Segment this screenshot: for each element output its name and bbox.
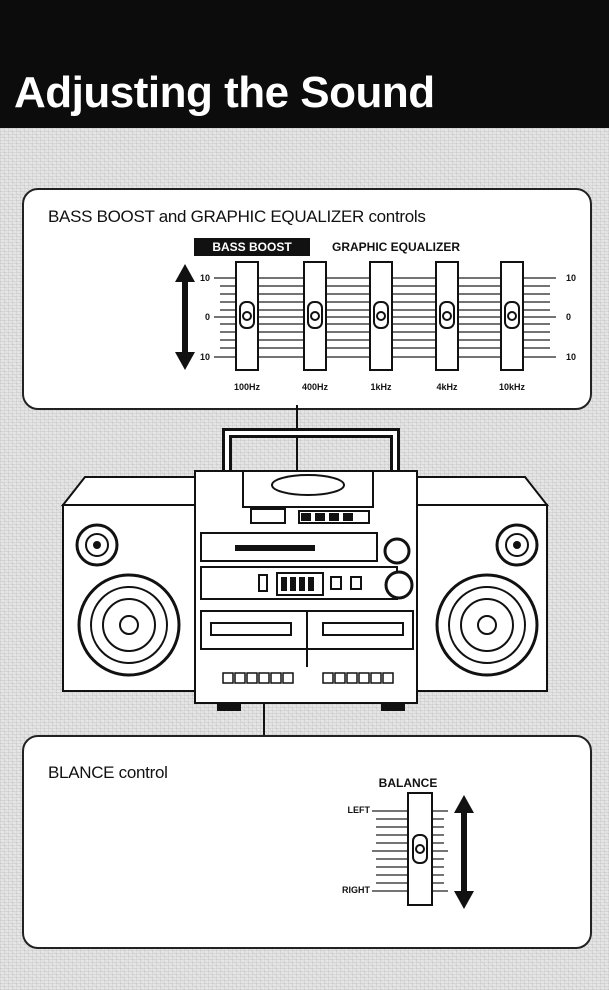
scale-right-top: 10 (566, 273, 576, 283)
balance-right-label: RIGHT (342, 885, 371, 895)
cd-lid (271, 474, 345, 496)
center-unit (194, 470, 418, 704)
eq-panel-title: BASS BOOST and GRAPHIC EQUALIZER control… (48, 207, 426, 226)
eq-slider-1khz[interactable] (369, 261, 393, 371)
band-label-1khz: 1kHz (370, 382, 392, 392)
vertical-double-arrow-icon (175, 264, 195, 370)
band-label-4khz: 4kHz (436, 382, 458, 392)
bass-boost-label-bg (194, 238, 310, 256)
tuning-knob (383, 537, 411, 565)
balance-panel: BLANCE control BALANCE LEFT RIGHT (22, 735, 592, 949)
page-title: Adjusting the Sound (14, 68, 435, 117)
eq-slider-400hz[interactable] (303, 261, 327, 371)
balance-slider[interactable] (407, 792, 433, 906)
boombox-illustration (60, 405, 550, 735)
scale-left-bottom: 10 (200, 352, 210, 362)
band-label-100hz: 100Hz (234, 382, 261, 392)
right-speaker (416, 476, 550, 692)
scale-left-mid: 0 (205, 312, 210, 322)
scale-right-bottom: 10 (566, 352, 576, 362)
scale-left-top: 10 (200, 273, 210, 283)
balance-diagram: BALANCE LEFT RIGHT (342, 776, 474, 909)
volume-knob (384, 570, 414, 600)
balance-label: BALANCE (379, 776, 438, 790)
band-label-400hz: 400Hz (302, 382, 329, 392)
eq-panel: BASS BOOST and GRAPHIC EQUALIZER control… (22, 188, 592, 410)
bass-boost-label: BASS BOOST (212, 240, 292, 254)
eq-diagram: BASS BOOST GRAPHIC EQUALIZER 10 0 10 10 … (175, 238, 576, 392)
balance-panel-title: BLANCE control (48, 763, 168, 782)
left-speaker (60, 476, 196, 692)
eq-slider-100hz[interactable] (235, 261, 259, 371)
scale-right-mid: 0 (566, 312, 571, 322)
eq-slider-10khz[interactable] (500, 261, 524, 371)
page-header: Adjusting the Sound (0, 0, 609, 128)
eq-slider-4khz[interactable] (435, 261, 459, 371)
graphic-equalizer-label: GRAPHIC EQUALIZER (332, 240, 460, 254)
balance-left-label: LEFT (348, 805, 371, 815)
cassette-deck-b (322, 622, 404, 636)
band-label-10khz: 10kHz (499, 382, 526, 392)
vertical-double-arrow-icon (454, 795, 474, 909)
cassette-deck-a (210, 622, 292, 636)
